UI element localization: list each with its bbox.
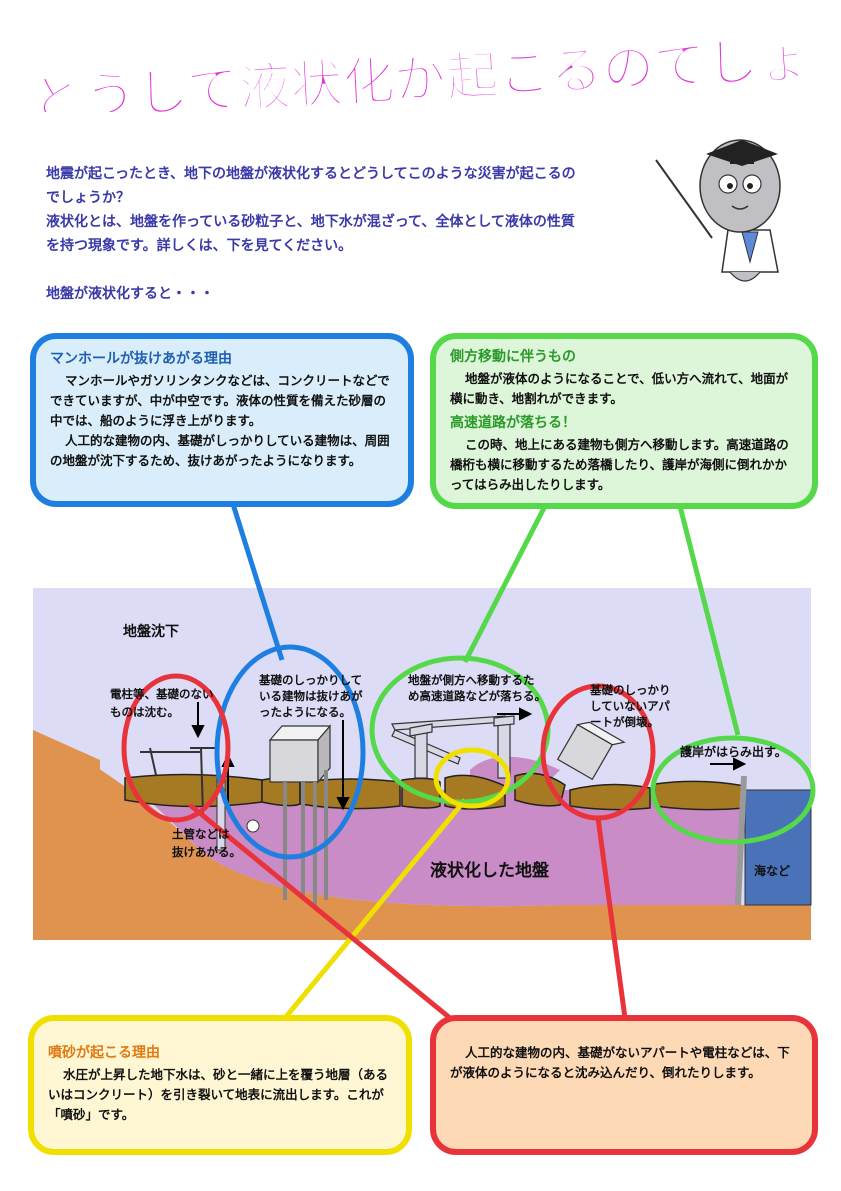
intro-paragraph-2: 液状化とは、地盤を作っている砂粒子と、地下水が混ざって、全体として液体の性質を持… (46, 214, 575, 254)
solid-foundation-building (268, 724, 332, 908)
highlight-circles (121, 644, 816, 860)
green-circle-seawall (650, 735, 816, 845)
sand-boil-heading: 噴砂が起こる理由 (48, 1045, 160, 1061)
collapsing-apartment (556, 721, 626, 781)
connector-lines (188, 503, 741, 1020)
manhole-heading: マンホールが抜けあがる理由 (50, 351, 232, 367)
intro-paragraph-1: 地震が起こったとき、地下の地盤が液状化するとどうしてこのような災害が起こるのでし… (46, 166, 576, 206)
label-highway-1: 地盤が側方へ移動するた (408, 673, 535, 687)
sand-particle (246, 819, 260, 833)
highway-heading: 高速道路が落ちる！ (450, 415, 576, 431)
label-subsidence: 地盤沈下 (123, 623, 179, 640)
lateral-spread-box: 側方移動に伴うもの 地盤が液体のようになることで、低い方へ流れて、地面が横に動き… (430, 333, 818, 509)
sand-boil-body: 水圧が上昇した地下水は、砂と一緒に上を覆う地層（あるいはコンクリート）を引き裂い… (48, 1067, 389, 1122)
sand-boil-box: 噴砂が起こる理由 水圧が上昇した地下水は、砂と一緒に上を覆う地層（あるいはコンク… (28, 1015, 412, 1155)
lateral-body: 地盤が液体のようになることで、低い方へ流れて、地面が横に動き、地割れができます。 (450, 371, 789, 406)
no-foundation-body: 人工的な建物の内、基礎がないアパートや電柱などは、下が液体のようになると沈み込ん… (450, 1045, 790, 1080)
red-circle-pole (121, 673, 231, 823)
label-apartment-2: していないアパ (590, 699, 670, 713)
highway-body: この時、地上にある建物も側方へ移動します。高速道路の橋桁も横に移動するため落橋し… (450, 437, 789, 492)
manhole-body-2: 人工的な建物の内、基礎がしっかりしている建物は、周囲の地盤が沈下するため、抜けあ… (50, 433, 390, 468)
label-pole-1: 電柱等、基礎のない (110, 687, 214, 701)
professor-mascot-icon (655, 139, 781, 282)
label-apartment-3: ートが倒壊。 (590, 715, 659, 729)
label-highway-2: め高速道路などが落ちる。 (408, 689, 546, 703)
yellow-circle (433, 747, 511, 809)
motion-arrows (191, 702, 747, 811)
label-sea: 海など (754, 863, 790, 878)
intro-text: 地震が起こったとき、地下の地盤が液状化するとどうしてこのような災害が起こるのでし… (46, 162, 586, 306)
label-pole-2: ものは沈む。 (110, 705, 179, 719)
label-pipe-1: 土管などは (172, 827, 230, 841)
label-building-1: 基礎のしっかりして (258, 673, 362, 687)
label-building-3: ったようになる。 (259, 705, 351, 719)
intro-paragraph-3: 地盤が液状化すると・・・ (46, 286, 214, 302)
label-apartment-1: 基礎のしっかり (589, 683, 671, 697)
label-liquefied-ground: 液状化した地盤 (430, 860, 550, 881)
utility-pole (140, 747, 215, 816)
blue-circle (214, 644, 366, 860)
label-building-2: いる建物は抜けあが (259, 689, 363, 703)
manhole-body-1: マンホールやガソリンタンクなどは、コンクリートなどでできていますが、中が中空です… (50, 373, 390, 428)
red-circle-apartment (540, 683, 656, 821)
lateral-heading: 側方移動に伴うもの (450, 349, 576, 365)
label-pipe-2: 抜けあがる。 (172, 845, 241, 859)
sea-area (744, 789, 812, 906)
no-foundation-box: 人工的な建物の内、基礎がないアパートや電柱などは、下が液体のようになると沈み込ん… (430, 1015, 818, 1155)
manhole-explanation-box: マンホールが抜けあがる理由 マンホールやガソリンタンクなどは、コンクリートなどで… (30, 333, 414, 507)
soil-layer (33, 730, 811, 940)
page-title: どうして液状化が起こるのでしょうか？ (30, 42, 810, 112)
label-seawall: 護岸がはらみ出す。 (680, 744, 787, 759)
